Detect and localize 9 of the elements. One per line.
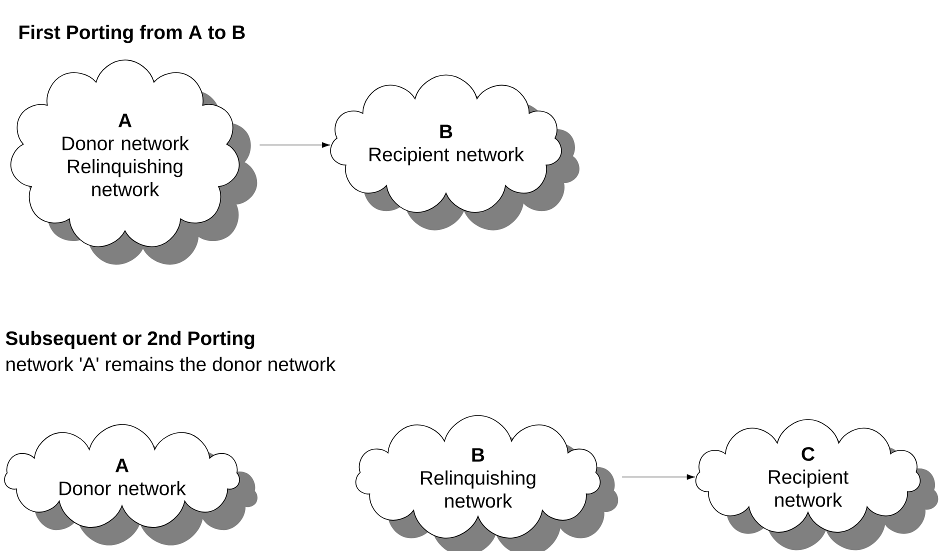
heading: network 'A' remains the donor network — [6, 356, 336, 372]
cloud: B Recipient network — [330, 74, 580, 230]
arrow — [622, 474, 696, 480]
arrow — [259, 142, 330, 148]
cloud: A Donor network Relinquishing network — [10, 60, 258, 265]
cloud: C Recipient network — [695, 419, 938, 550]
cloud: B Relinquishing network — [355, 415, 618, 551]
heading: Subsequent or 2nd Porting — [6, 330, 254, 350]
cloud: A Donor network — [4, 424, 258, 546]
